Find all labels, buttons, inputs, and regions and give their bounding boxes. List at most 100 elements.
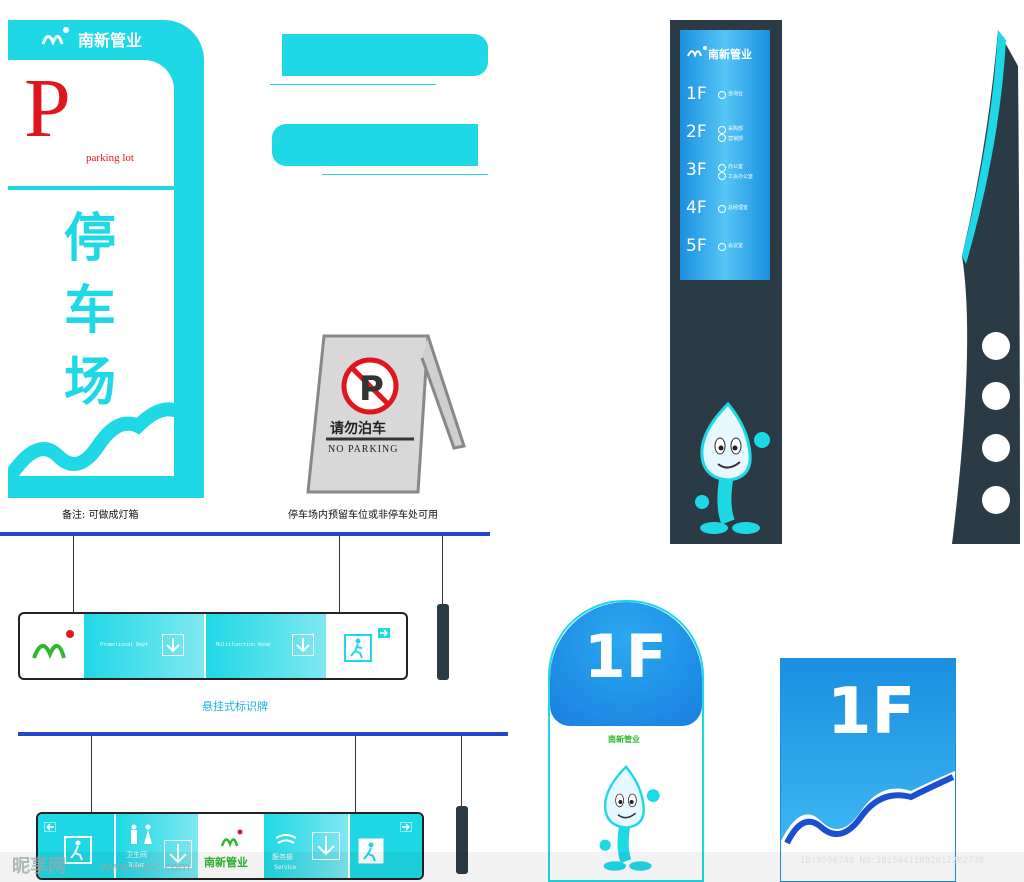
brand-logo-icon <box>32 630 74 659</box>
service-icon <box>275 834 297 844</box>
floor-desc: 采购部 <box>728 126 744 132</box>
directory-floor-1: 1F 咨询台 <box>680 82 770 108</box>
parking-subtitle: parking lot <box>86 152 134 164</box>
logo-mark-icon <box>687 46 707 58</box>
hole-1 <box>982 332 1010 360</box>
parking-caption: 备注: 可做成灯箱 <box>62 510 139 521</box>
floor-desc: 咨询台 <box>728 91 744 97</box>
plate-shadow-bottom <box>322 164 488 175</box>
no-parking-stand: P 请勿泊车 NO PARKING <box>304 328 472 498</box>
exit-runner-icon <box>344 634 372 662</box>
arrow-down-icon <box>292 634 314 656</box>
arrow-right-icon <box>400 822 412 832</box>
wave-logo-icon <box>781 771 955 881</box>
toilet-icon <box>131 824 152 844</box>
round-floor-sign: 1F 南新管业 <box>548 600 704 882</box>
panel-multifunction: Multifunction Room <box>206 614 326 678</box>
circle-icon <box>718 91 726 99</box>
hanger-wire <box>91 736 92 812</box>
square-floor-sign: 1F <box>780 658 956 882</box>
hole-3 <box>982 434 1010 462</box>
circle-icon <box>718 205 726 213</box>
directory-floor-4: 4F 总经理室 <box>680 196 770 222</box>
vertical-char-1: 停 <box>64 209 117 269</box>
panel-toilet: 卫生间 Toilet <box>116 814 198 878</box>
arrow-left-icon <box>44 822 56 832</box>
arrow-right-icon <box>378 628 390 638</box>
round-floor-label: 1F <box>584 622 667 692</box>
parking-sign: 南新管业 P parking lot 停 车 场 <box>8 20 204 498</box>
parking-p-panel: P parking lot <box>8 60 174 186</box>
toilet-label: 卫生间 <box>126 851 147 859</box>
panel-left <box>38 814 114 878</box>
side-view-bar <box>456 806 468 874</box>
circle-icon <box>718 126 726 134</box>
panel-label: Multifunction Room <box>216 642 271 648</box>
floor-desc-2: 营销部 <box>728 136 744 142</box>
parking-letter: P <box>24 62 71 155</box>
square-floor-label: 1F <box>827 675 916 749</box>
stand-frame-icon: P <box>306 334 466 494</box>
arrow-down-icon <box>312 832 340 860</box>
no-parking-cn: 请勿泊车 <box>330 421 386 437</box>
watermark-url: www.nipic.com <box>100 860 191 874</box>
parking-vertical-panel: 停 车 场 <box>8 190 174 476</box>
watermark-site: 昵享网 <box>12 856 66 877</box>
wave-logo-icon <box>8 402 174 476</box>
floor-desc-2: 工会办公室 <box>728 174 754 180</box>
arrow-down-icon <box>164 840 192 868</box>
hanging-sign-1-caption: 悬挂式标识牌 <box>202 700 268 713</box>
floor-number: 3F <box>686 160 707 180</box>
water-drop-mascot-icon <box>599 765 660 871</box>
hanger-wire <box>73 536 74 612</box>
floor-desc: 办公室 <box>728 164 744 170</box>
ceiling-rail-1 <box>0 532 490 536</box>
panel-brand-name: 南新管业 <box>204 856 248 869</box>
no-parking-caption: 停车场内预留车位或非停车处可用 <box>288 510 438 521</box>
panel-label: Promotional Dept <box>100 642 149 648</box>
arrow-down-icon <box>162 634 184 656</box>
directory-pillar: 南新管业 1F 咨询台 2F 采购部 营销部 3F 办公室 工会办公室 4F 总… <box>670 20 782 544</box>
panel-brand: 南新管业 <box>200 814 262 878</box>
round-floor-circle: 1F <box>550 602 702 726</box>
brand-logo-icon <box>220 829 243 848</box>
hanging-plate-bottom <box>272 124 478 166</box>
panel-service: 服务部 Service <box>264 814 348 878</box>
svg-text:P: P <box>359 369 384 409</box>
toilet-label-en: Toilet <box>128 862 144 869</box>
floor-number: 2F <box>686 122 707 142</box>
floor-desc: 会议室 <box>728 243 744 249</box>
hanging-plate-top <box>282 34 488 76</box>
exit-runner-icon <box>64 836 92 864</box>
side-view-bar <box>437 604 449 680</box>
directory-floor-2: 2F 采购部 营销部 <box>680 120 770 146</box>
hanger-wire <box>461 736 462 806</box>
plate-shadow-top <box>270 74 436 85</box>
panel-right <box>350 814 422 878</box>
vertical-char-2: 车 <box>64 281 117 341</box>
circle-icon <box>718 172 726 180</box>
floor-number: 4F <box>686 198 707 218</box>
hole-4 <box>982 486 1010 514</box>
directory-panel: 南新管业 <box>680 30 770 280</box>
circle-icon <box>718 164 726 172</box>
circle-icon <box>718 134 726 142</box>
curved-pillar <box>952 30 1020 544</box>
ceiling-rail-2 <box>18 732 508 736</box>
brand-logo: 南新管业 <box>40 24 190 52</box>
hanging-sign-1: Promotional Dept Multifunction Room <box>18 612 408 680</box>
directory-floor-3: 3F 办公室 工会办公室 <box>680 158 770 184</box>
hanger-wire <box>339 536 340 612</box>
watermark-id: ID:9596748 NO:20150411092812202738 <box>800 856 985 866</box>
hanging-sign-2: 卫生间 Toilet 南新管业 服务部 Service <box>36 812 424 880</box>
round-sign-brand: 南新管业 <box>608 735 640 744</box>
water-drop-mascot-icon <box>695 401 770 534</box>
circle-icon <box>718 243 726 251</box>
watermark-bar <box>0 852 1024 882</box>
panel-promotional: Promotional Dept <box>84 614 204 678</box>
exit-runner-icon <box>358 838 384 864</box>
logo-mark-icon <box>41 27 69 46</box>
service-label-en: Service <box>274 864 297 871</box>
no-parking-en: NO PARKING <box>328 444 399 455</box>
floor-desc: 总经理室 <box>728 205 749 211</box>
